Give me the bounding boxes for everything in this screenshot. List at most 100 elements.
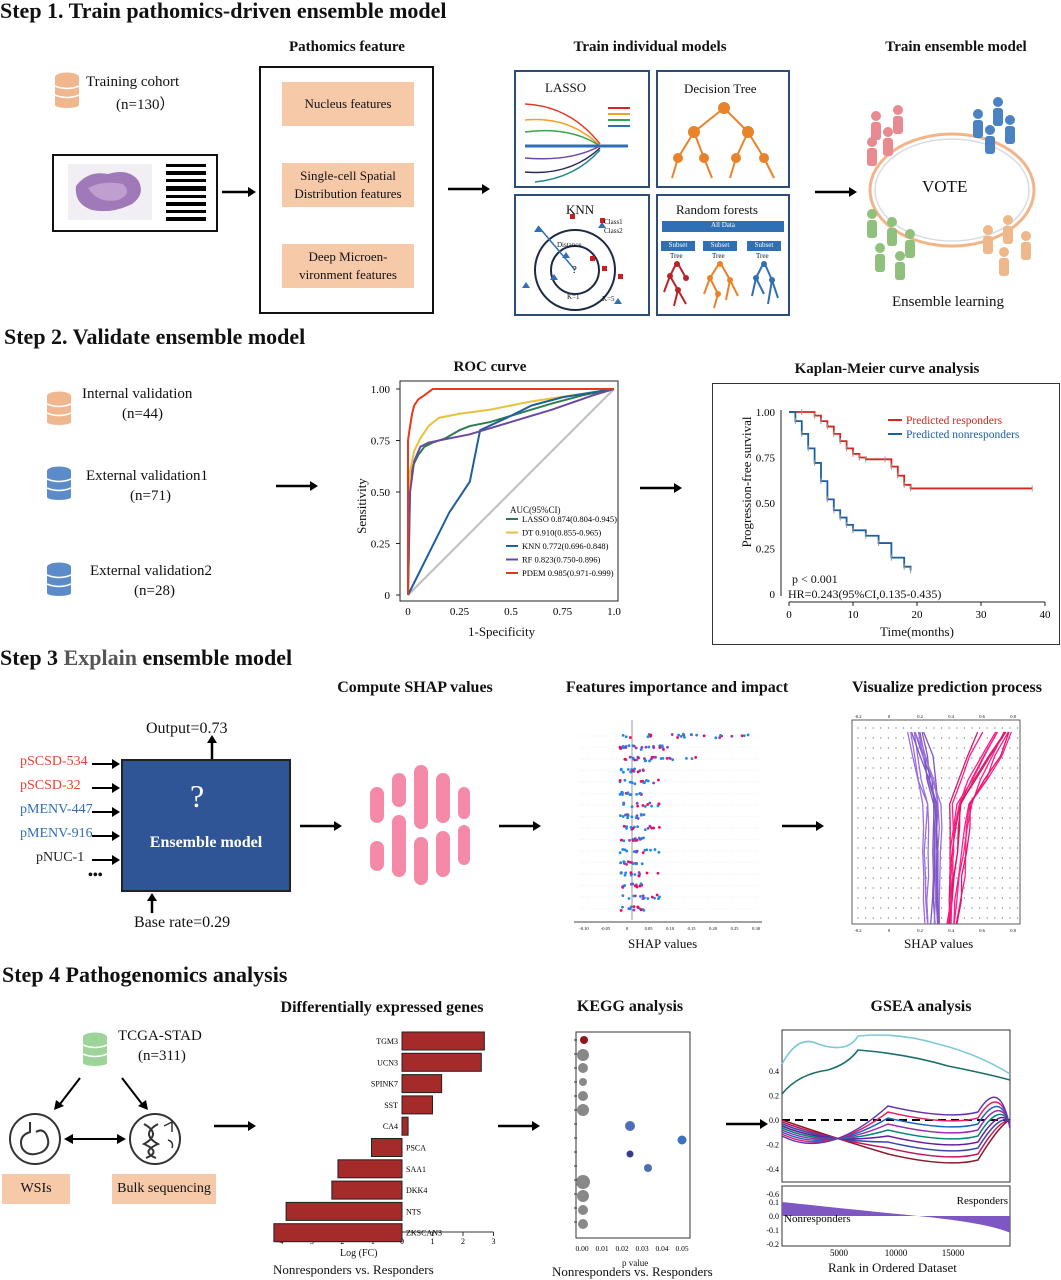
decision-grid-dot xyxy=(1017,917,1019,919)
knn-k1: K=1 xyxy=(567,293,580,301)
km-frame xyxy=(712,383,1060,645)
shap-point xyxy=(634,884,637,888)
decision-xtick-top: 0.6 xyxy=(979,714,985,719)
decision-grid-dot xyxy=(903,907,905,909)
shap-point xyxy=(643,804,647,808)
shap-point xyxy=(640,745,644,749)
arrow-icon xyxy=(92,783,120,793)
decision-grid-dot xyxy=(903,767,905,769)
roc-plot-frame xyxy=(399,380,619,602)
shap-point xyxy=(630,805,634,809)
decision-grid-dot xyxy=(1001,767,1003,769)
decision-grid-dot xyxy=(857,837,859,839)
shap-point xyxy=(648,801,652,805)
km-xtick: 0 xyxy=(786,609,792,621)
km-p-value: p < 0.001 xyxy=(792,572,838,586)
decision-grid-dot xyxy=(986,797,988,799)
decision-grid-dot xyxy=(933,747,935,749)
decision-grid-dot xyxy=(872,767,874,769)
decision-grid-dot xyxy=(910,787,912,789)
shap-point xyxy=(639,908,643,912)
gsea-xtick: 5000 xyxy=(830,1248,849,1258)
decision-grid-dot xyxy=(887,797,889,799)
kegg-title: KEGG analysis xyxy=(576,998,684,1015)
gsea-rank-ytick: -0.1 xyxy=(766,1226,779,1235)
shap-point xyxy=(640,813,643,817)
shap-point xyxy=(624,735,628,739)
decision-grid-dot xyxy=(887,747,889,749)
decision-grid-dot xyxy=(986,787,988,789)
shap-point xyxy=(740,734,744,738)
shap-point xyxy=(679,735,683,738)
decision-path xyxy=(956,731,1010,925)
shap-point xyxy=(632,905,636,909)
decision-grid-dot xyxy=(895,727,897,729)
decision-grid-dot xyxy=(872,757,874,759)
ellipsis: ••• xyxy=(88,868,103,883)
roc-ytick: 0.50 xyxy=(371,487,391,499)
decision-grid-dot xyxy=(865,897,867,899)
decision-grid-dot xyxy=(918,897,920,899)
decision-grid-dot xyxy=(963,907,965,909)
decision-grid-dot xyxy=(880,737,882,739)
barcode-icon xyxy=(166,164,206,221)
shap-point xyxy=(637,756,640,760)
shap-point xyxy=(637,871,641,874)
decision-grid-dot xyxy=(903,847,905,849)
decision-grid-dot xyxy=(903,797,905,799)
shap-point xyxy=(719,734,722,737)
individual-models-title: Train individual models xyxy=(573,39,727,55)
deg-bar xyxy=(273,1223,403,1243)
roc-legend-label: RF 0.823(0.750-0.896) xyxy=(522,555,601,565)
decision-grid-dot xyxy=(948,787,950,789)
decision-grid-dot xyxy=(887,917,889,919)
shap-point xyxy=(619,871,623,875)
vote-label: VOTE xyxy=(922,177,968,196)
decision-grid-dot xyxy=(1009,857,1011,859)
shap-point xyxy=(632,894,636,898)
decision-grid-dot xyxy=(925,787,927,789)
decision-grid-dot xyxy=(910,917,912,919)
shap-point xyxy=(629,871,633,875)
km-legend-label: Predicted responders xyxy=(906,415,1003,427)
shap-point xyxy=(635,862,638,866)
rf-all-data: All Data xyxy=(662,221,784,232)
shap-point xyxy=(633,767,637,771)
decision-grid-dot xyxy=(887,877,889,879)
deg-xtick: 1 xyxy=(431,1237,435,1246)
decision-grid-dot xyxy=(857,847,859,849)
decision-grid-dot xyxy=(971,867,973,869)
decision-grid-dot xyxy=(1017,807,1019,809)
output-label: Output=0.73 xyxy=(146,720,228,737)
shap-point xyxy=(641,897,645,900)
decision-grid-dot xyxy=(994,877,996,879)
shap-point xyxy=(628,780,632,784)
shap-xtick: 0.20 xyxy=(709,926,718,931)
shap-point xyxy=(641,851,645,855)
decision-grid-dot xyxy=(865,827,867,829)
decision-grid-dot xyxy=(895,897,897,899)
kegg-caption: Nonresponders vs. Responders xyxy=(552,1264,713,1279)
roc-xtick: 0.25 xyxy=(450,606,470,618)
shap-point xyxy=(694,755,698,759)
decision-grid-dot xyxy=(1017,737,1019,739)
decision-grid-dot xyxy=(1001,787,1003,789)
decision-grid-dot xyxy=(956,767,958,769)
people-vote-icon xyxy=(867,97,1036,280)
decision-grid-dot xyxy=(895,767,897,769)
shap-point xyxy=(635,850,638,854)
decision-grid-dot xyxy=(880,867,882,869)
decision-grid-dot xyxy=(872,887,874,889)
decision-grid-dot xyxy=(872,727,874,729)
decision-grid-dot xyxy=(887,817,889,819)
decision-grid-dot xyxy=(1017,827,1019,829)
training-cohort-n: (n=130） xyxy=(116,97,175,113)
decision-grid-dot xyxy=(941,757,943,759)
stomach-icon xyxy=(9,1113,61,1165)
kegg-point xyxy=(644,1164,652,1172)
deg-bar xyxy=(401,1052,482,1072)
deg-bar xyxy=(285,1201,403,1221)
decision-grid-dot xyxy=(979,877,981,879)
shap-point xyxy=(624,871,628,875)
shap-point xyxy=(642,769,645,773)
